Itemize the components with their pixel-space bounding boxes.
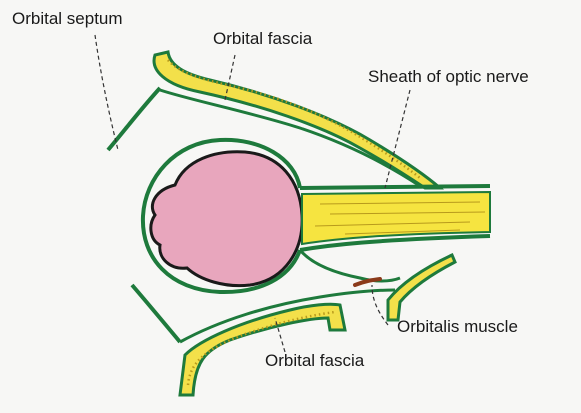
eyeball bbox=[149, 150, 304, 288]
lower-fascia-connection bbox=[298, 249, 401, 283]
lower-right-bone bbox=[386, 252, 457, 322]
label-orbital-septum: Orbital septum bbox=[12, 9, 123, 28]
upper-orbital-fascia bbox=[159, 88, 421, 188]
leader-orbitalis-muscle bbox=[371, 284, 389, 326]
lower-orbital-septum bbox=[130, 283, 182, 344]
lower-orbital-fascia-line bbox=[179, 288, 396, 344]
leader-orbital-fascia-top bbox=[224, 54, 236, 101]
optic-nerve-sheath-top bbox=[299, 184, 491, 190]
optic-nerve-sheath-bottom bbox=[299, 234, 491, 252]
optic-nerve-fibres bbox=[314, 201, 486, 235]
leader-sheath-optic-nerve bbox=[384, 89, 411, 189]
upper-orbital-septum bbox=[106, 86, 162, 152]
label-orbitalis-muscle: Orbitalis muscle bbox=[397, 317, 518, 336]
label-orbital-fascia-top: Orbital fascia bbox=[213, 29, 313, 48]
label-sheath-optic-nerve: Sheath of optic nerve bbox=[368, 67, 529, 86]
leader-orbital-fascia-bottom bbox=[274, 317, 286, 353]
label-orbital-fascia-bottom: Orbital fascia bbox=[265, 351, 365, 370]
upper-wall-bone-dots bbox=[167, 59, 421, 179]
fascial-sheath-eyeball bbox=[140, 137, 302, 295]
orbitalis-muscle bbox=[353, 277, 382, 287]
leader-orbital-septum bbox=[94, 34, 119, 151]
lower-orbital-wall bbox=[178, 302, 347, 397]
